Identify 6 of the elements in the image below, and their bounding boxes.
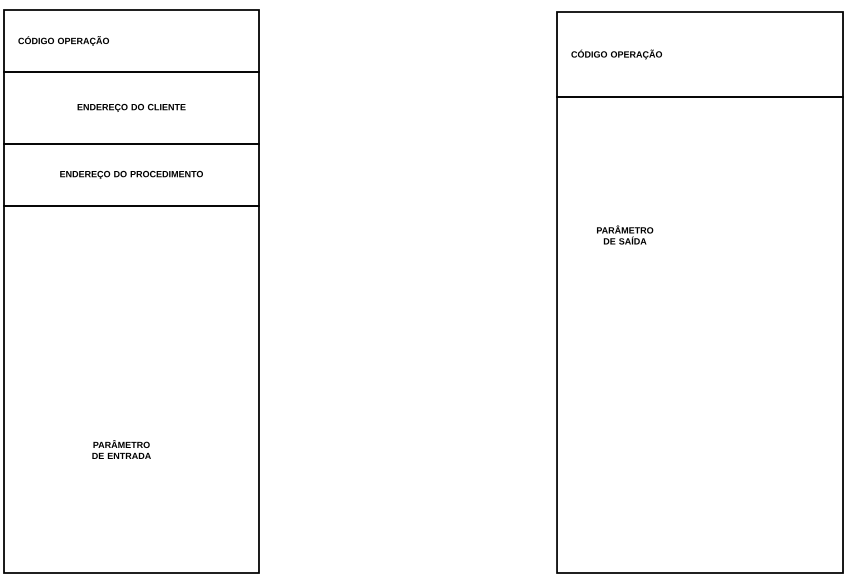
table-cell: ENDEREÇO DO PROCEDIMENTO — [3, 143, 260, 207]
table-cell: CÓDIGO OPERAÇÃO — [556, 11, 844, 98]
table-cell: PARÂMETRO DE ENTRADA — [3, 205, 260, 574]
table-cell: ENDEREÇO DO CLIENTE — [3, 71, 260, 145]
table-cell: CÓDIGO OPERAÇÃO — [3, 9, 260, 73]
table-cell: PARÂMETRO DE SAÍDA — [556, 96, 844, 574]
